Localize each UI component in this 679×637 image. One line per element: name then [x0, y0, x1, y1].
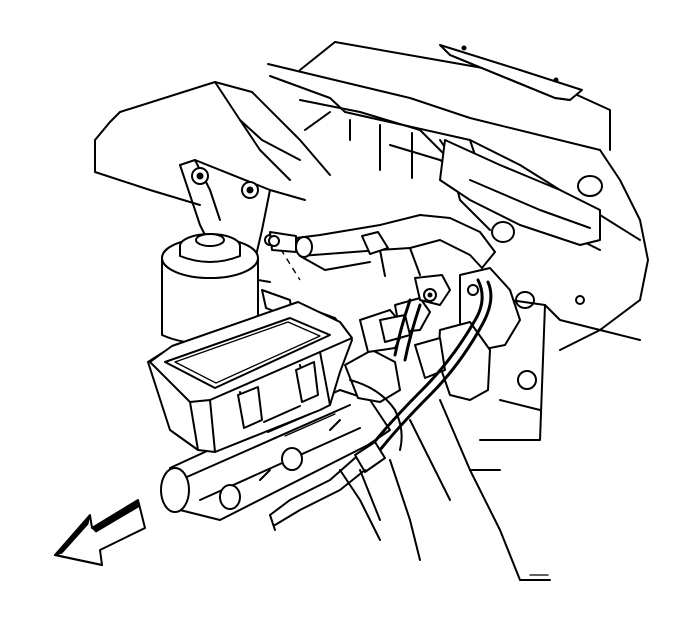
vacuum-hose-icon — [268, 214, 496, 277]
body-structure — [94, 41, 649, 581]
bracket-bolt-icon — [191, 167, 209, 185]
front-direction-arrow-icon — [53, 499, 146, 566]
brake-master-cylinder-icon — [147, 301, 391, 521]
power-steering-reservoir-icon — [161, 233, 293, 345]
brake-line-icon — [269, 267, 521, 526]
bracket-bolt-icon — [241, 181, 259, 199]
lower-hose-icon — [269, 469, 381, 541]
